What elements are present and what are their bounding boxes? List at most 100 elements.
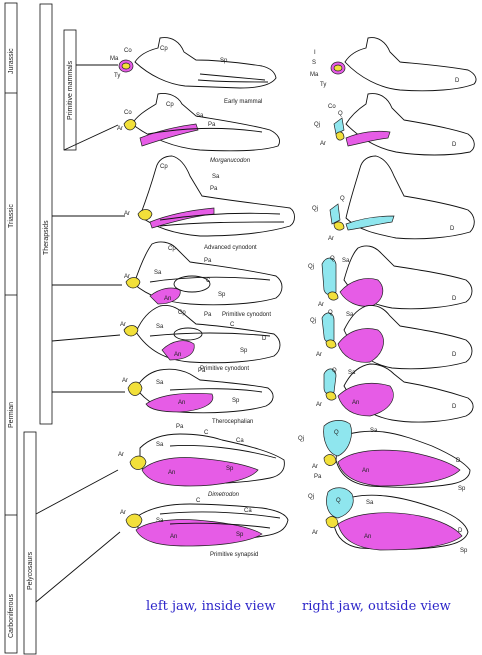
label-ar: Ar [118,452,124,458]
group-primitive-mammals: Primitive mammals [67,60,74,120]
label-ar: Ar [124,274,130,280]
label-ar: Ar [328,236,334,242]
left-jaw-primitive-cynodont-2: Cp Pa Ar Sa C An Sp D Primitive cynodont [120,305,281,372]
label-ar: Ar [320,141,326,147]
label-pa: Pa [210,186,218,192]
group-bars: Primitive mammals Therapsids Pelycosaurs [23,3,77,655]
bar-primitive-mammals [63,29,77,151]
left-jaw-primitive-synapsid: Ar C Ca Sa An Sp Primitive synapsid [120,498,289,558]
label-ca: Ca [236,438,244,444]
jaw-row-primitive-synapsid: Ar C Ca Sa An Sp Primitive synapsid Qj Q… [120,487,469,558]
label-pa: Pa [208,122,216,128]
label-sa: Sa [156,324,164,330]
label-qj: Qj [298,436,304,442]
label-sp: Sp [220,58,228,64]
label-d: D [452,404,457,410]
group-therapsids: Therapsids [43,220,50,255]
label-sp: Sp [458,486,466,492]
label-sa: Sa [154,270,162,276]
right-jaw-primitive-cynodont-1: Qj Q Sa Ar D [308,245,473,310]
group-pelycosaurs: Pelycosaurs [27,551,34,590]
label-pa: Pa [204,312,212,318]
specimen-name-primitive-synapsid: Primitive synapsid [210,552,258,558]
label-s: S [312,60,316,66]
label-q: Q [328,310,333,316]
left-jaw-advanced-cynodont: Cp Sa Pa Ar Advanced cynodont [124,155,295,251]
label-sp: Sp [236,532,244,538]
label-d: D [450,226,455,232]
label-c: C [206,278,211,284]
label-c: C [230,322,235,328]
jaw-row-dimetrodon: Pa C Ca Ar Sa An Sp Dimetrodon Qj Q Sa A… [118,420,471,498]
label-sa: Sa [212,174,220,180]
label-ar: Ar [117,126,123,132]
specimen-name-advanced-cynodont: Advanced cynodont [204,245,257,251]
label-sp: Sp [240,348,248,354]
period-permian: Permian [8,402,15,428]
label-c: C [204,430,209,436]
label-ty: Ty [114,73,120,79]
jaw-row-advanced-cynodont: Cp Sa Pa Ar Advanced cynodont Qj Q Ar D [124,155,475,251]
phylogeny-lines [35,64,125,603]
label-d: D [452,142,457,148]
label-i: I [314,50,316,56]
label-pa: Pa [204,258,212,264]
label-sa: Sa [156,518,164,524]
label-q: Q [330,256,335,262]
label-an: An [164,296,171,302]
right-jaw-morganucodon: Co Qj Q Ar D [314,93,475,156]
label-an: An [362,468,369,474]
label-q: Q [332,368,337,374]
jaw-row-therocephalian: Pa Ar Sa An Sp Therocephalian Q Sa Ar An… [122,363,474,425]
specimen-name-dimetrodon: Dimetrodon [208,492,240,498]
caption-left-jaw: left jaw, inside view [146,599,275,614]
label-q: Q [334,430,339,436]
label-sa: Sa [196,113,204,119]
label-ar: Ar [120,510,126,516]
label-ca: Ca [244,508,252,514]
left-jaw-morganucodon: Co Ar Cp Sa Pa Morganucodon [117,93,281,164]
label-qj: Qj [314,122,320,128]
right-jaw-primitive-synapsid: Qj Q Sa Ar An D Sp [308,487,469,554]
label-qj: Qj [312,206,318,212]
label-cp: Cp [160,46,168,52]
left-jaw-dimetrodon: Pa C Ca Ar Sa An Sp Dimetrodon [118,424,285,498]
label-ar: Ar [316,402,322,408]
label-an: An [364,534,371,540]
label-co: Co [124,48,132,54]
label-cp: Cp [178,310,186,316]
period-triassic: Triassic [8,204,15,228]
label-c: C [196,498,201,504]
jaw-row-morganucodon: Co Ar Cp Sa Pa Morganucodon Co Qj Q Ar D [117,93,475,164]
label-an: An [170,534,177,540]
label-an: An [178,400,185,406]
label-sa: Sa [346,312,354,318]
right-jaw-primitive-cynodont-2: Qj Q Sa Ar D [310,305,473,370]
jaw-row-primitive-cynodont-2: Cp Pa Ar Sa C An Sp D Primitive cynodont… [120,305,473,372]
specimen-name-morganucodon: Morganucodon [210,158,251,164]
label-ar: Ar [318,302,324,308]
period-jurassic: Jurassic [8,48,15,74]
label-ma: Ma [110,56,119,62]
bar-pelycosaurs [23,431,37,655]
label-ar: Ar [120,322,126,328]
right-jaw-early-mammal: I S Ma Ty D [310,37,477,92]
label-ty: Ty [320,82,326,88]
geologic-timescale: Jurassic Triassic Permian Carboniferous [4,2,18,654]
right-jaw-therocephalian: Q Sa Ar An D [316,363,474,423]
label-d: D [262,336,267,342]
label-pa: Pa [176,424,184,430]
label-d: D [452,352,457,358]
period-carboniferous: Carboniferous [8,594,15,638]
label-q: Q [336,498,341,504]
label-sa: Sa [348,370,356,376]
label-ar: Ar [312,530,318,536]
label-cp: Cp [168,246,176,252]
label-an: An [168,470,175,476]
left-jaw-therocephalian: Pa Ar Sa An Sp Therocephalian [122,368,274,425]
specimen-name-primitive-cynodont-2: Primitive cynodont [200,366,249,372]
label-sa: Sa [156,380,164,386]
label-d: D [458,528,463,534]
label-ar: Ar [312,464,318,470]
